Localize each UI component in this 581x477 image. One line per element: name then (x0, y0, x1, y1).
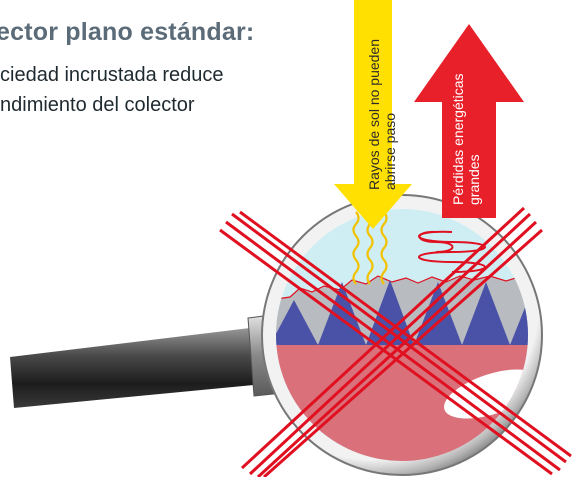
magnifier-handle (10, 312, 293, 408)
sun-arrow-label-line-2: abrirse paso (382, 112, 398, 190)
loss-arrow (414, 24, 524, 218)
sun-arrow (334, 0, 412, 229)
lens-glare (444, 369, 528, 419)
heat-waves (418, 230, 486, 273)
subtitle-line-1: ciedad incrustada reduce (0, 64, 224, 86)
subtitle-line-2: ndimiento del colector (0, 94, 195, 116)
sun-arrow-label-line-1: Rayos de sol no pueden (366, 39, 382, 190)
loss-arrow-label-line-1: Pérdidas energéticas (450, 73, 466, 205)
diagram-title: ector plano estándar: (0, 18, 255, 46)
cross-mark (219, 206, 572, 477)
lens-content (276, 209, 528, 461)
sun-arrow-label: Rayos de sol no pueden abrirse paso (366, 39, 398, 190)
loss-arrow-label-line-2: grandes (466, 154, 482, 205)
absorber-triangles (276, 280, 528, 345)
loss-arrow-label: Pérdidas energéticas grandes (450, 73, 482, 205)
